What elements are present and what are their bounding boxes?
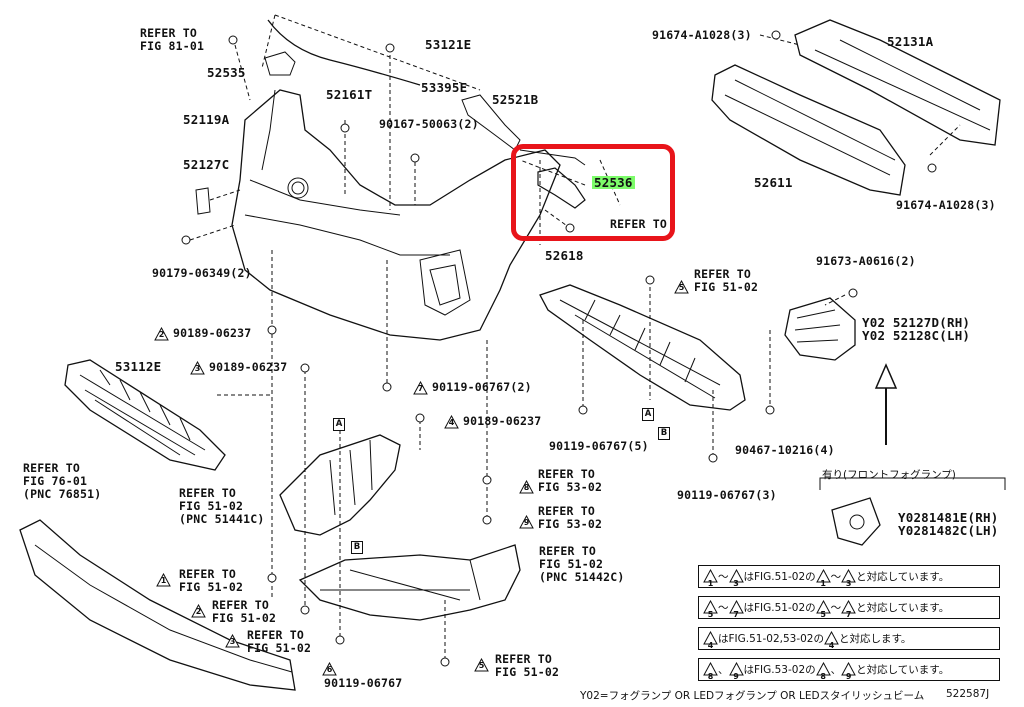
- triangle-ref-5: 5: [474, 658, 489, 672]
- triangle-ref-7: 7: [413, 381, 428, 395]
- part-label-refer-fig-53-02-b: REFER TO FIG 53-02: [538, 504, 603, 531]
- box-ref-B: B: [658, 427, 670, 440]
- part-label-p52535: 52535: [207, 65, 246, 80]
- highlight-frame: [511, 144, 675, 241]
- part-label-p52119a: 52119A: [183, 112, 230, 127]
- part-label-p52521b: 52521B: [492, 92, 539, 107]
- diagram-code: 522587J: [946, 688, 990, 700]
- part-label-refer-fig-51-02-3: REFER TO FIG 51-02: [247, 628, 312, 655]
- part-label-refer-fig-81-01: REFER TO FIG 81-01: [140, 26, 205, 53]
- part-label-p52127c: 52127C: [183, 157, 230, 172]
- triangle-ref-2: 2: [191, 604, 206, 618]
- part-label-p52131a: 52131A: [887, 34, 934, 49]
- triangle-ref-3: 3: [190, 361, 205, 375]
- part-label-refer-to-cut: REFER TO: [610, 217, 667, 231]
- triangle-ref-6: 6: [322, 662, 337, 676]
- part-label-p91674-top: 91674-A1028(3): [652, 28, 752, 42]
- part-label-p90119-3: 90119-06767(3): [677, 488, 777, 502]
- triangle-ref-8: 8: [519, 480, 534, 494]
- part-label-p90189-2: 90189-06237: [173, 326, 252, 340]
- part-label-p52618: 52618: [545, 248, 584, 263]
- part-label-refer-fig-51-02-l: REFER TO FIG 51-02 (PNC 51441C): [179, 486, 265, 526]
- footer-note: Y02=フォグランプ OR LEDフォグランプ OR LEDスタイリッシュビーム: [580, 690, 925, 702]
- part-label-refer-fig-51-02-2: REFER TO FIG 51-02: [212, 598, 277, 625]
- part-label-p91673: 91673-A0616(2): [816, 254, 916, 268]
- part-label-refer-fig-53-02-a: REFER TO FIG 53-02: [538, 467, 603, 494]
- part-label-p90189-4: 90189-06237: [463, 414, 542, 428]
- part-label-refer-fig-76-01: REFER TO FIG 76-01 (PNC 76851): [23, 461, 102, 501]
- part-label-p52611: 52611: [754, 175, 793, 190]
- part-label-p90119-7: 90119-06767(2): [432, 380, 532, 394]
- box-ref-A: A: [642, 408, 654, 421]
- part-label-refer-fig-51-02-top: REFER TO FIG 51-02: [694, 267, 759, 294]
- triangle-ref-4: 4: [444, 415, 459, 429]
- part-label-p91674-bot: 91674-A1028(3): [896, 198, 996, 212]
- part-label-refer-fig-51-02-1: REFER TO FIG 51-02: [179, 567, 244, 594]
- triangle-ref-3: 3: [225, 634, 240, 648]
- box-ref-A: A: [333, 418, 345, 431]
- part-label-p90119-6: 90119-06767: [324, 676, 403, 690]
- part-label-p90179: 90179-06349(2): [152, 266, 252, 280]
- triangle-ref-1: 1: [156, 573, 171, 587]
- part-label-p52536: 52536: [592, 175, 635, 190]
- triangle-ref-9: 9: [519, 515, 534, 529]
- part-label-p53395e: 53395E: [421, 80, 468, 95]
- part-label-p90167: 90167-50063(2): [379, 117, 479, 131]
- part-label-p90189-3: 90189-06237: [209, 360, 288, 374]
- part-label-p90119-5: 90119-06767(5): [549, 439, 649, 453]
- part-label-p53112e: 53112E: [115, 359, 162, 374]
- part-label-p90467: 90467-10216(4): [735, 443, 835, 457]
- fog-lamp-group-label: 有り(フロントフォグランプ): [822, 469, 956, 481]
- part-label-refer-fig-51-02-r: REFER TO FIG 51-02 (PNC 51442C): [539, 544, 625, 584]
- triangle-ref-2: 2: [154, 327, 169, 341]
- part-label-p53121e: 53121E: [425, 37, 472, 52]
- part-label-refer-fig-51-02-4: REFER TO FIG 51-02: [495, 652, 560, 679]
- triangle-ref-5: 5: [674, 280, 689, 294]
- part-label-p52161t: 52161T: [326, 87, 373, 102]
- box-ref-B: B: [351, 541, 363, 554]
- part-label-p9028-fog: Y0281481E(RH) Y0281482C(LH): [898, 510, 999, 538]
- part-label-p52127d: Y02 52127D(RH) Y02 52128C(LH): [862, 315, 971, 343]
